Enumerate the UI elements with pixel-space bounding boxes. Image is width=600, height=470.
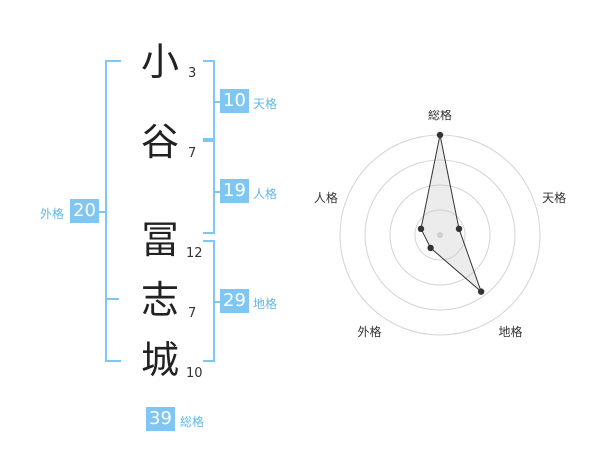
name-char-1: 小 xyxy=(140,40,179,84)
radar-ring-3 xyxy=(364,159,516,311)
jinkaku-value: 19 xyxy=(220,179,249,203)
gaikaku-bracket-mid xyxy=(105,298,119,300)
tenkaku-label: 天格 xyxy=(253,97,278,111)
radar-axis-label-4: 外格 xyxy=(357,324,381,339)
soukaku-value: 39 xyxy=(146,407,175,431)
radar-axis-label-5: 人格 xyxy=(314,190,338,205)
radar-series-polygon xyxy=(420,134,483,294)
chikaku-connector xyxy=(213,301,220,303)
name-char-3: 冨 xyxy=(140,218,179,262)
radar-center-dot xyxy=(437,232,443,238)
radar-axis-label-3: 地格 xyxy=(499,324,523,339)
radar-point-4 xyxy=(427,244,434,252)
name-char-5: 城 xyxy=(140,338,179,382)
stroke-count-1: 3 xyxy=(188,66,197,81)
radar-ring-1 xyxy=(414,209,466,261)
jinkaku-bracket xyxy=(203,138,215,234)
tenkaku-value: 10 xyxy=(220,89,249,113)
gaikaku-label: 外格 xyxy=(40,207,65,221)
stroke-count-2: 7 xyxy=(188,146,197,161)
radar-ring-2 xyxy=(389,184,491,286)
radar-point-1 xyxy=(436,131,444,139)
stroke-count-4: 7 xyxy=(188,306,197,321)
chikaku-label: 地格 xyxy=(253,297,278,311)
gaikaku-value: 20 xyxy=(70,199,99,223)
stroke-count-3: 12 xyxy=(186,246,203,261)
radar-axis-label-2: 天格 xyxy=(542,190,566,205)
jinkaku-label: 人格 xyxy=(253,187,278,201)
name-char-2: 谷 xyxy=(140,120,179,164)
tenkaku-connector xyxy=(213,101,220,103)
jinkaku-connector xyxy=(213,191,220,193)
radar-axis-label-1: 総格 xyxy=(428,110,452,122)
chikaku-value: 29 xyxy=(220,289,249,313)
stroke-count-5: 10 xyxy=(186,366,203,381)
gaikaku-connector xyxy=(98,211,105,213)
name-char-4: 志 xyxy=(140,278,179,322)
radar-point-3 xyxy=(477,288,485,295)
soukaku-label: 総格 xyxy=(180,415,205,429)
radar-point-5 xyxy=(417,225,425,233)
radar-point-2 xyxy=(455,225,463,233)
gaikaku-bracket xyxy=(105,60,121,362)
